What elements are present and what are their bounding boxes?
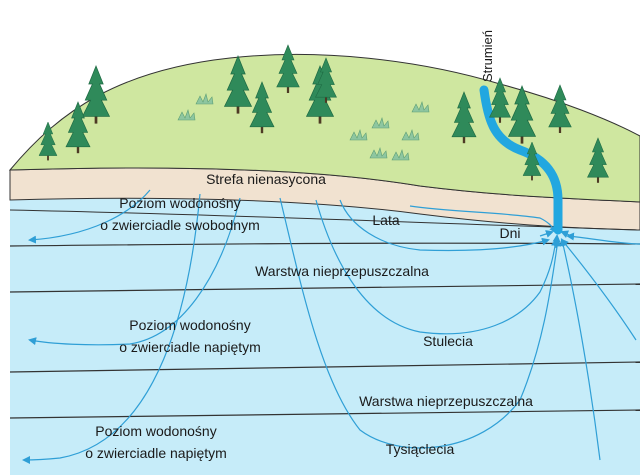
label-confining-layer-1: Warstwa nieprzepuszczalna — [255, 263, 429, 279]
label-unconfined-aquifer-line1: Poziom wodonośny — [119, 195, 240, 211]
label-confined-aquifer-1-line1: Poziom wodonośny — [129, 317, 250, 333]
label-days: Dni — [499, 225, 520, 241]
label-confined-aquifer-2-line1: Poziom wodonośny — [95, 423, 216, 439]
label-millennia: Tysiąclecia — [386, 441, 455, 457]
label-centuries: Stulecia — [423, 333, 473, 349]
label-stream: Strumień — [480, 30, 495, 82]
label-unconfined-aquifer-line2: o zwierciadle swobodnym — [100, 217, 260, 233]
label-confined-aquifer-2-line2: o zwierciadle napiętym — [85, 445, 227, 461]
label-unsaturated-zone: Strefa nienasycona — [206, 171, 326, 187]
label-confining-layer-2: Warstwa nieprzepuszczalna — [359, 393, 533, 409]
label-years: Lata — [372, 212, 399, 228]
label-confined-aquifer-1-line2: o zwierciadle napiętym — [119, 339, 261, 355]
